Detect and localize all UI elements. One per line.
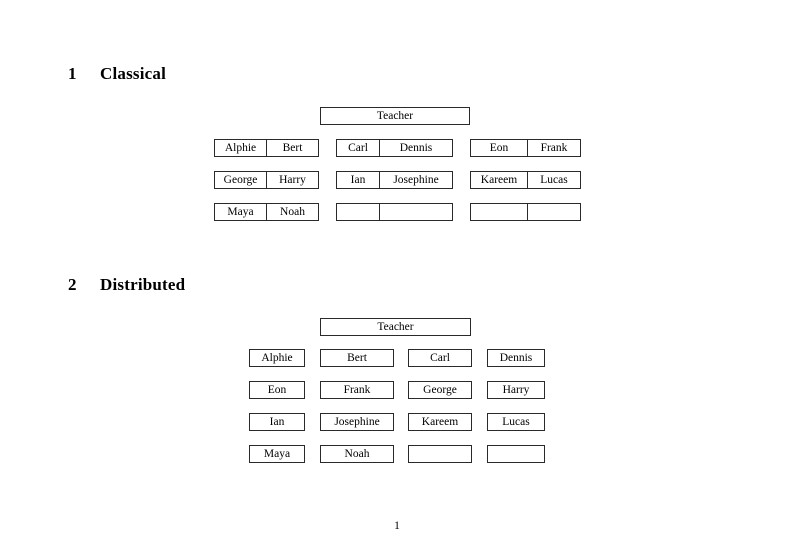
student-cell [379,203,453,221]
student-cell: Harry [266,171,319,189]
student-cell [470,203,528,221]
student-box: Noah [320,445,394,463]
student-box: Josephine [320,413,394,431]
student-box: Dennis [487,349,545,367]
student-cell: Ian [336,171,380,189]
student-box [487,445,545,463]
group-row: Alphie Bert [214,139,319,157]
student-cell: Alphie [214,139,267,157]
section-number: 2 [68,275,77,294]
student-box: Maya [249,445,305,463]
student-box: Bert [320,349,394,367]
student-cell: Kareem [470,171,528,189]
student-cell: Carl [336,139,380,157]
student-cell [336,203,380,221]
teacher-box-classical: Teacher [320,107,470,125]
group-row: Kareem Lucas [470,171,581,189]
section-title: Distributed [100,275,186,294]
student-box: Eon [249,381,305,399]
student-cell: Eon [470,139,528,157]
student-cell: Dennis [379,139,453,157]
section-number: 1 [68,64,77,83]
section-heading-classical: 1 Classical [68,64,166,84]
group-row: Carl Dennis [336,139,453,157]
student-box: George [408,381,472,399]
section-heading-distributed: 2 Distributed [68,275,185,295]
student-box: Ian [249,413,305,431]
group-row [336,203,453,221]
student-box: Frank [320,381,394,399]
student-cell: Josephine [379,171,453,189]
section-title: Classical [100,64,167,83]
student-cell: Bert [266,139,319,157]
student-box [408,445,472,463]
student-cell: Frank [527,139,581,157]
student-box: Harry [487,381,545,399]
group-row: George Harry [214,171,319,189]
student-cell: George [214,171,267,189]
student-cell: Lucas [527,171,581,189]
student-cell: Maya [214,203,267,221]
student-box: Kareem [408,413,472,431]
teacher-box-distributed: Teacher [320,318,471,336]
group-row: Eon Frank [470,139,581,157]
group-row: Maya Noah [214,203,319,221]
student-box: Alphie [249,349,305,367]
student-cell [527,203,581,221]
group-row [470,203,581,221]
group-row: Ian Josephine [336,171,453,189]
page-number: 1 [394,520,400,532]
student-box: Carl [408,349,472,367]
student-cell: Noah [266,203,319,221]
student-box: Lucas [487,413,545,431]
